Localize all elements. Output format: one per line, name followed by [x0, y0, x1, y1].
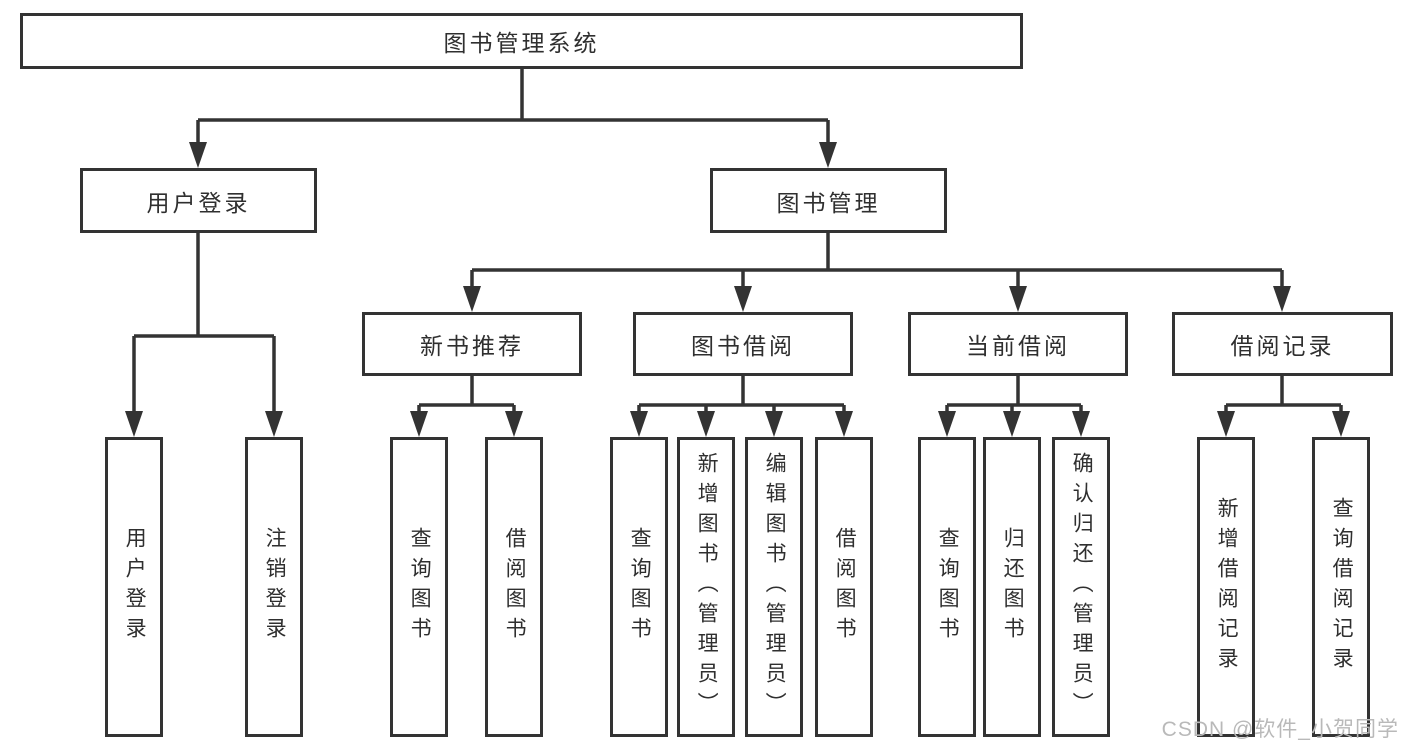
node-root: 图书管理系统 — [20, 13, 1023, 69]
watermark: CSDN @软件_小贺同学 — [1161, 718, 1399, 741]
arrowhead — [630, 411, 648, 437]
node-new-book-recommend-label: 新书推荐 — [420, 333, 524, 359]
leaf-borrow-book-recommend: 借阅图书 — [485, 437, 543, 737]
node-book-borrow-label: 图书借阅 — [691, 333, 795, 359]
leaf-edit-book-admin: 编辑图书（管理员） — [745, 437, 803, 737]
node-borrow-record-label: 借阅记录 — [1230, 333, 1335, 359]
arrowhead — [1217, 411, 1235, 437]
node-book-borrow: 图书借阅 — [633, 312, 853, 376]
leaf-query-borrow-record-label: 查询借阅记录 — [1330, 497, 1354, 677]
arrowhead — [819, 142, 837, 168]
leaf-query-book-current-label: 查询图书 — [936, 527, 960, 647]
arrowhead — [1273, 286, 1291, 312]
arrowhead — [1009, 286, 1027, 312]
arrowheads — [125, 142, 1350, 437]
node-current-borrow-label: 当前借阅 — [966, 333, 1070, 359]
leaf-add-borrow-record: 新增借阅记录 — [1197, 437, 1255, 737]
arrowhead — [505, 411, 523, 437]
arrowhead — [734, 286, 752, 312]
leaf-logout: 注销登录 — [245, 437, 303, 737]
leaf-add-book-admin-label: 新增图书（管理员） — [695, 452, 719, 722]
arrowhead — [265, 411, 283, 437]
node-book-management: 图书管理 — [710, 168, 947, 233]
leaf-edit-book-admin-label: 编辑图书（管理员） — [763, 452, 787, 722]
node-current-borrow: 当前借阅 — [908, 312, 1128, 376]
node-borrow-record: 借阅记录 — [1172, 312, 1393, 376]
leaf-borrow-book-label: 借阅图书 — [833, 527, 857, 647]
leaf-query-book-current: 查询图书 — [918, 437, 976, 737]
arrowhead — [765, 411, 783, 437]
leaf-logout-label: 注销登录 — [263, 527, 287, 647]
arrowhead — [938, 411, 956, 437]
arrowhead — [463, 286, 481, 312]
node-user-login: 用户登录 — [80, 168, 317, 233]
leaf-return-book-label: 归还图书 — [1001, 527, 1025, 647]
leaf-borrow-book-recommend-label: 借阅图书 — [503, 527, 527, 647]
arrowhead — [697, 411, 715, 437]
leaf-return-book: 归还图书 — [983, 437, 1041, 737]
node-root-label: 图书管理系统 — [443, 30, 600, 56]
leaf-query-book-borrow: 查询图书 — [610, 437, 668, 737]
arrowhead — [1003, 411, 1021, 437]
node-user-login-label: 用户登录 — [146, 189, 251, 216]
arrowhead — [125, 411, 143, 437]
leaf-confirm-return-admin: 确认归还（管理员） — [1052, 437, 1110, 737]
leaf-query-book-recommend: 查询图书 — [390, 437, 448, 737]
leaf-query-book-recommend-label: 查询图书 — [408, 527, 432, 647]
arrowhead — [1332, 411, 1350, 437]
leaf-query-borrow-record: 查询借阅记录 — [1312, 437, 1370, 737]
leaf-add-borrow-record-label: 新增借阅记录 — [1215, 497, 1239, 677]
leaf-user-login-label: 用户登录 — [123, 527, 147, 647]
node-book-management-label: 图书管理 — [776, 189, 881, 216]
arrowhead — [1072, 411, 1090, 437]
arrowhead — [835, 411, 853, 437]
leaf-query-book-borrow-label: 查询图书 — [628, 527, 652, 647]
arrowhead — [189, 142, 207, 168]
leaf-add-book-admin: 新增图书（管理员） — [677, 437, 735, 737]
leaf-borrow-book: 借阅图书 — [815, 437, 873, 737]
leaf-confirm-return-admin-label: 确认归还（管理员） — [1070, 452, 1094, 722]
node-new-book-recommend: 新书推荐 — [362, 312, 582, 376]
arrowhead — [410, 411, 428, 437]
leaf-user-login: 用户登录 — [105, 437, 163, 737]
